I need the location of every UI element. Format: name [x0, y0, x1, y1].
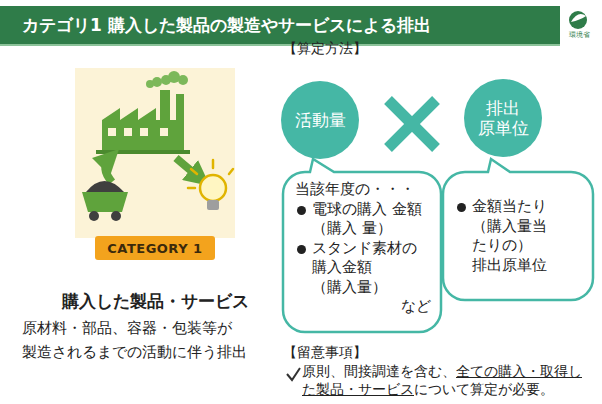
bubble-path — [443, 159, 593, 300]
check-mark — [287, 368, 300, 380]
circle-fill — [281, 81, 359, 159]
activity-circle: 活動量 — [281, 81, 359, 159]
text-row: 当該年度の・・・ — [295, 180, 431, 200]
factor-circle: 排出 原単位 — [464, 79, 542, 157]
factor-bubble: 金額当たり （購入量当 たりの） 排出原単位 — [443, 172, 593, 300]
bullet-dot — [457, 203, 466, 212]
bullet-dot — [297, 206, 306, 215]
bubble-text: など — [401, 297, 431, 317]
text-row: 活動量 — [287, 110, 353, 130]
note-text: 原則、間接調達を含む、 — [302, 363, 456, 379]
text-row: 電球の購入 金額（購入 量） — [295, 200, 431, 239]
node-content: 金額当たり （購入量当 たりの） 排出原単位 — [443, 189, 593, 283]
badge-fill — [95, 236, 215, 260]
category-description: 原材料・部品、容器・包装等が 製造されるまでの活動に伴う排出 — [22, 316, 272, 364]
node-content: 活動量 — [281, 110, 359, 130]
bubble-path — [283, 159, 441, 332]
title-banner — [0, 6, 560, 44]
text-row: など — [295, 297, 431, 317]
bubble-text: 金額当たり （購入量当 たりの） 排出原単位 — [472, 197, 583, 275]
section-heading: 【算定方法】 — [283, 39, 367, 57]
node-content: CATEGORY 1 — [95, 241, 215, 256]
category-illustration — [75, 68, 235, 238]
bullet-dot — [297, 245, 306, 254]
ministry-logo — [569, 11, 587, 29]
bubble-text: 当該年度の・・・ — [295, 180, 415, 200]
note-text: について算定が必要。 — [414, 381, 554, 397]
note-block: 原則、間接調達を含む、全ての購入・取得し た製品・サービスについて算定が必要。 — [302, 362, 594, 398]
node-content: 当該年度の・・・電球の購入 金額（購入 量）スタンド素材の 購入金額 （購入量）… — [283, 172, 441, 325]
activity-bubble: 当該年度の・・・電球の購入 金額（購入 量）スタンド素材の 購入金額 （購入量）… — [283, 172, 441, 332]
bubble-text: スタンド素材の 購入金額 （購入量） — [312, 239, 431, 298]
circle-fill — [464, 79, 542, 157]
section-heading: 【留意事項】 — [283, 343, 367, 361]
circle-label: 活動量 — [295, 110, 346, 130]
category-name: 購入した製品・サービス — [22, 290, 288, 312]
category-badge: CATEGORY 1 — [95, 236, 215, 260]
page-title: カテゴリ1 購入した製品の製造やサービスによる排出 — [22, 14, 431, 37]
circle-label: 排出 原単位 — [470, 98, 536, 139]
banner-rule — [0, 44, 560, 46]
multiply-sign — [388, 100, 436, 148]
ministry-name: 環境省 — [563, 31, 595, 40]
text-row: スタンド素材の 購入金額 （購入量） — [295, 239, 431, 298]
text-row: CATEGORY 1 — [95, 241, 215, 256]
text-row: 排出 原単位 — [470, 98, 536, 139]
bubble-text: 電球の購入 金額（購入 量） — [312, 200, 431, 239]
badge-label: CATEGORY 1 — [107, 241, 202, 256]
node-content: 排出 原単位 — [464, 98, 542, 139]
text-row: 金額当たり （購入量当 たりの） 排出原単位 — [455, 197, 583, 275]
